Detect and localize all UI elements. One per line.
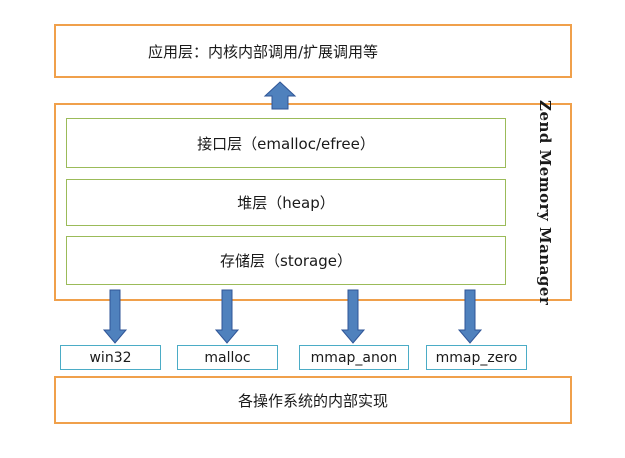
backend-mmap-zero-box: mmap_zero [426, 345, 527, 370]
backend-malloc-label: malloc [204, 349, 251, 366]
app-layer-box: 应用层：内核内部调用/扩展调用等 [54, 24, 572, 78]
storage-layer-box: 存储层（storage） [66, 236, 506, 285]
heap-layer-label: 堆层（heap） [237, 194, 335, 212]
os-implementation-label: 各操作系统的内部实现 [237, 391, 388, 410]
backend-mmap-anon-label: mmap_anon [310, 349, 398, 366]
zend-memory-manager-text: Zend Memory Manager [536, 100, 554, 306]
heap-layer-box: 堆层（heap） [66, 179, 506, 226]
backend-malloc-box: malloc [177, 345, 278, 370]
backend-mmap-anon-box: mmap_anon [299, 345, 409, 370]
interface-layer-label: 接口层（emalloc/efree） [197, 134, 375, 153]
backend-mmap-zero-label: mmap_zero [435, 349, 518, 366]
zend-memory-manager-frame [54, 103, 572, 301]
zend-memory-manager-label: Zend Memory Manager [520, 100, 570, 305]
backend-win32-box: win32 [60, 345, 161, 370]
app-layer-label: 应用层：内核内部调用/扩展调用等 [148, 42, 379, 61]
interface-layer-box: 接口层（emalloc/efree） [66, 118, 506, 168]
storage-layer-label: 存储层（storage） [220, 252, 352, 270]
backend-win32-label: win32 [89, 349, 132, 366]
os-implementation-box: 各操作系统的内部实现 [54, 376, 572, 424]
